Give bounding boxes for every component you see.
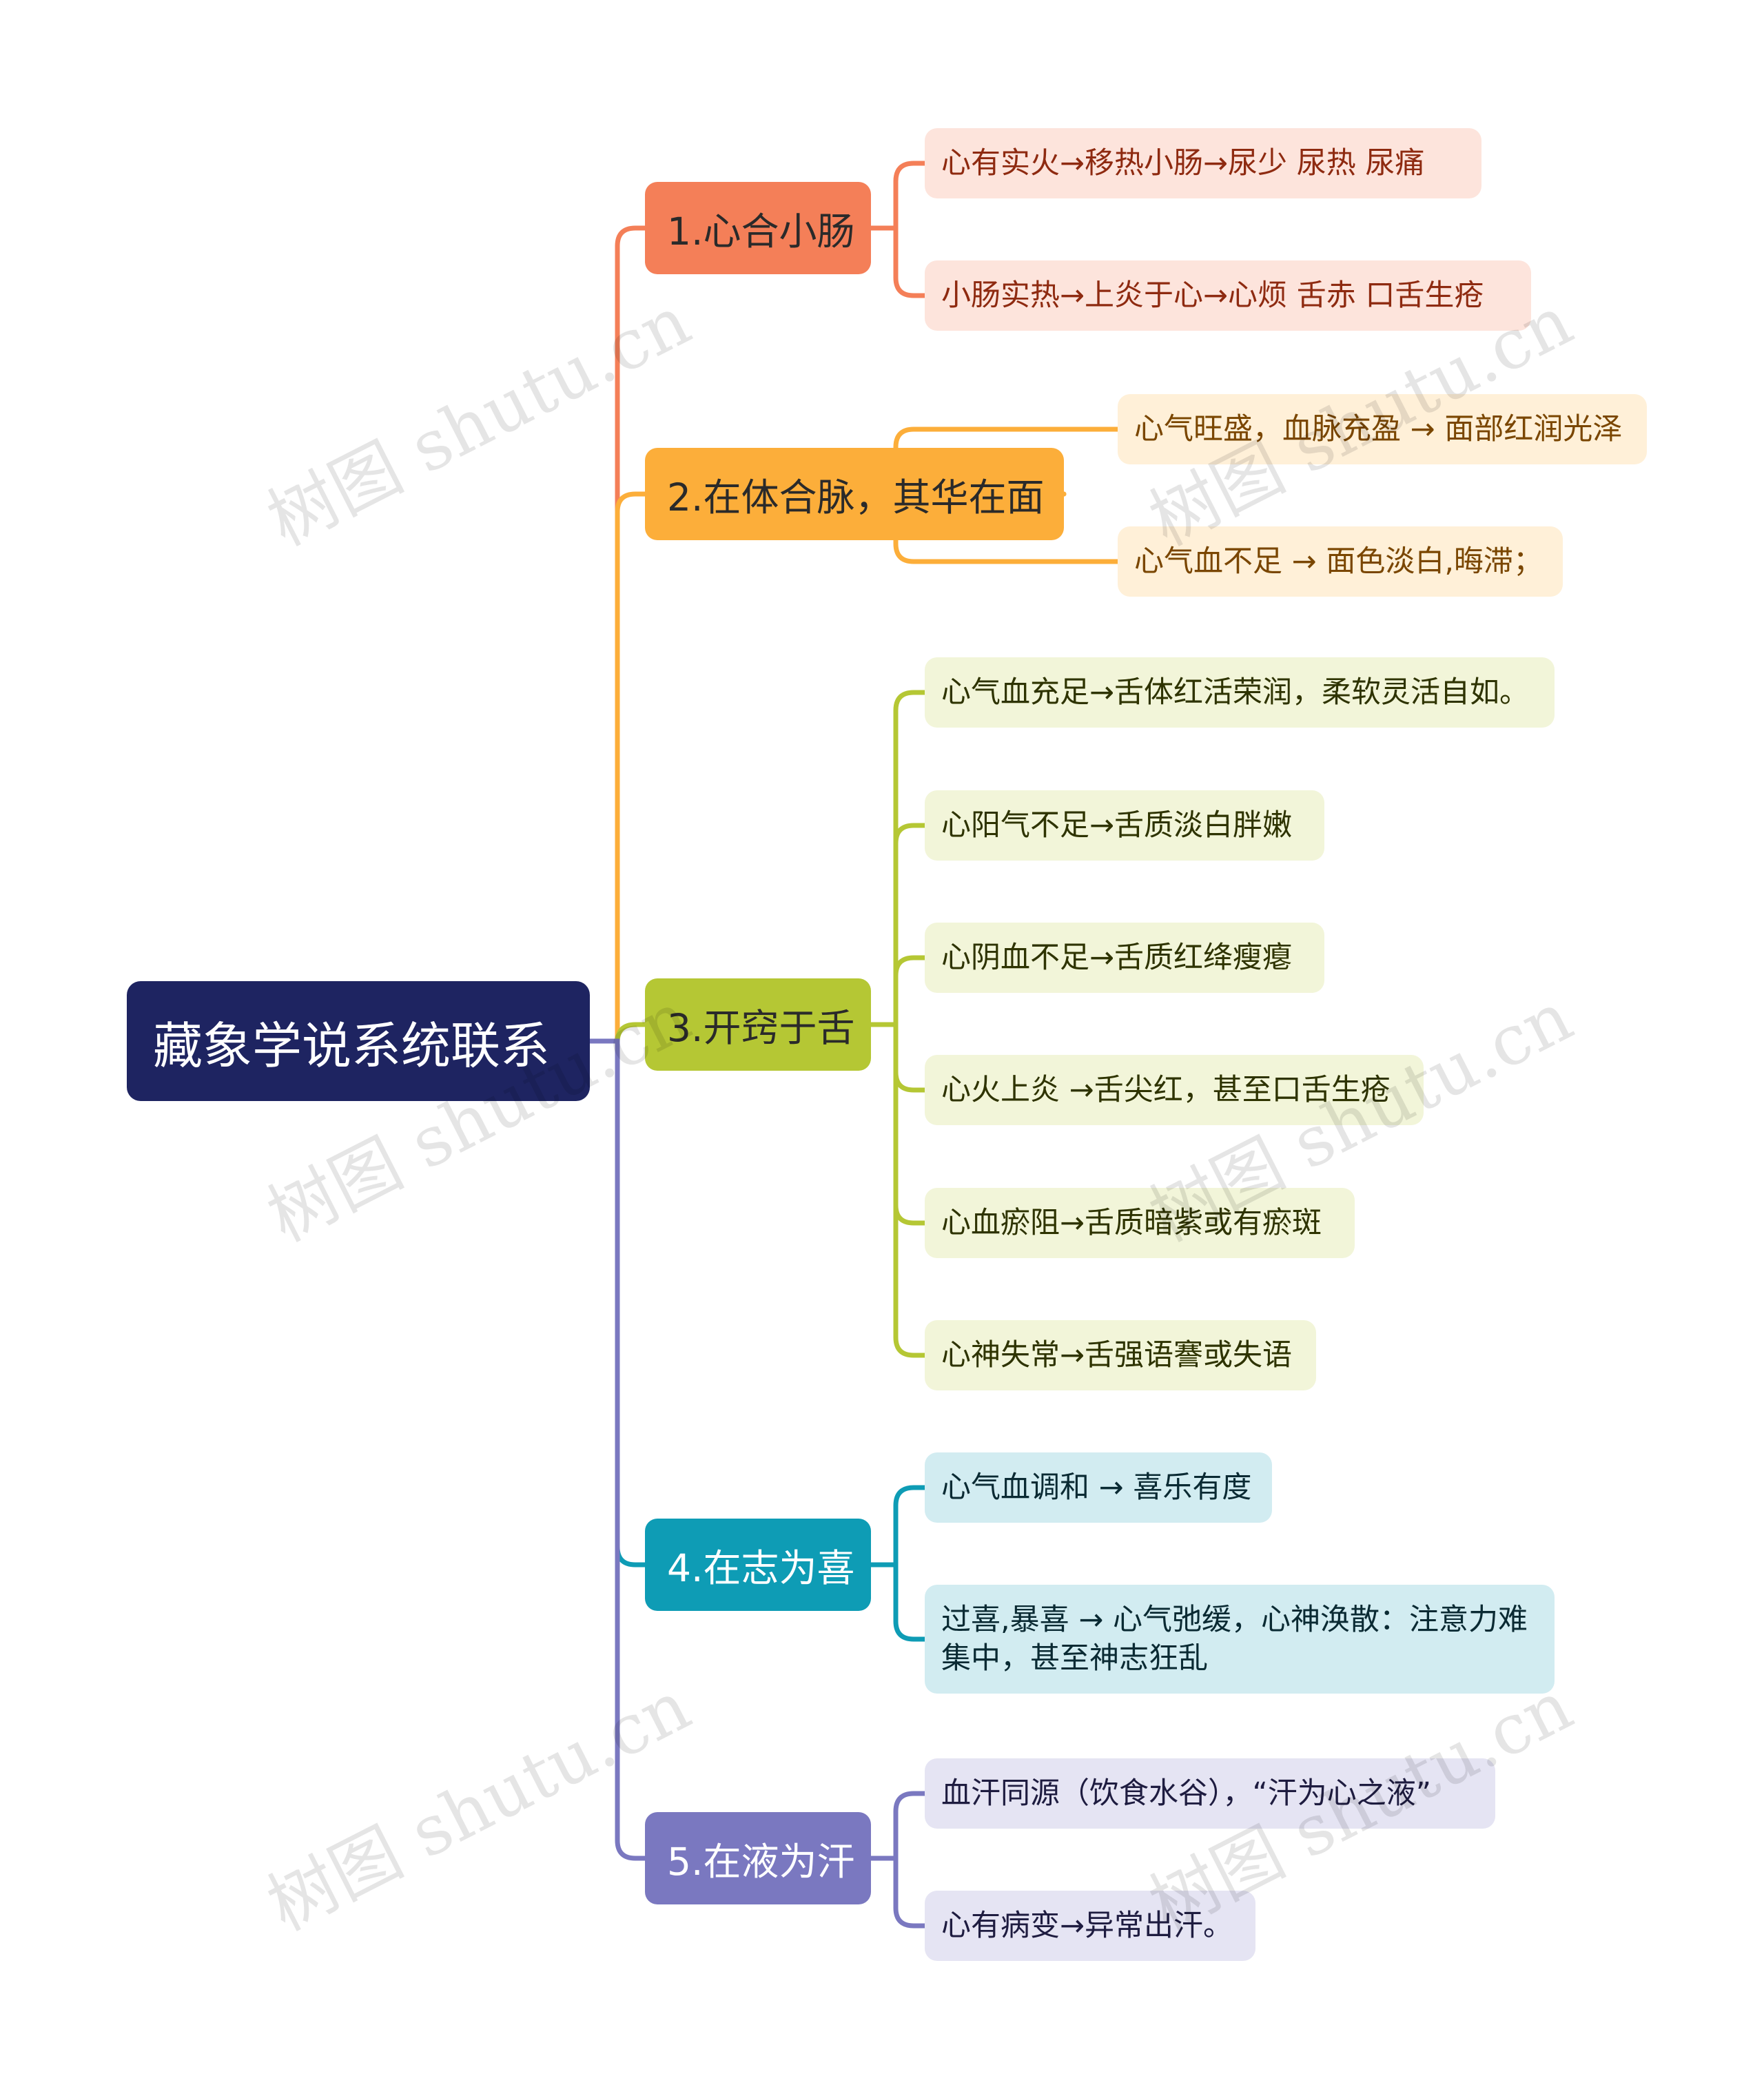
leaf-node[interactable]: 心气血调和 → 喜乐有度	[925, 1452, 1272, 1523]
leaf-label: 心有病变→异常出汗。	[941, 1909, 1233, 1943]
leaf-node[interactable]: 血汗同源（饮食水谷），“汗为心之液”	[925, 1758, 1495, 1829]
leaf-label: 心有实火→移热小肠→尿少 尿热 尿痛	[941, 146, 1425, 181]
leaf-label: 心气血调和 → 喜乐有度	[941, 1470, 1252, 1505]
branch-label: 3.开窍于舌	[667, 1006, 855, 1050]
leaf-node[interactable]: 心气旺盛，血脉充盈 → 面部红润光泽	[1118, 394, 1647, 464]
leaf-label: 小肠实热→上炎于心→心烦 舌赤 口舌生疮	[941, 278, 1484, 313]
leaf-label: 心气血充足→舌体红活荣润，柔软灵活自如。	[941, 675, 1530, 710]
leaf-node[interactable]: 心有病变→异常出汗。	[925, 1891, 1255, 1961]
branch-leaf-connector	[868, 1856, 927, 1929]
branch-leaf-connector	[868, 1791, 927, 1861]
leaf-label: 心血瘀阻→舌质暗紫或有瘀斑	[941, 1206, 1322, 1240]
leaf-node[interactable]: 心火上炎 →舌尖红，甚至口舌生疮	[925, 1055, 1424, 1125]
branch-leaf-connector	[868, 225, 927, 298]
leaf-label: 血汗同源（饮食水谷），“汗为心之液”	[941, 1776, 1432, 1811]
branch-label: 1.心合小肠	[667, 209, 855, 254]
branch-node-1[interactable]: 1.心合小肠	[645, 182, 871, 274]
branch-leaf-connector	[893, 491, 1120, 564]
branch-node-2[interactable]: 2.在体合脉，其华在面	[645, 448, 1064, 540]
leaf-node[interactable]: 心阳气不足→舌质淡白胖嫩	[925, 790, 1324, 861]
root-label: 藏象学说系统联系	[153, 1016, 551, 1075]
branch-leaf-connector	[868, 1022, 927, 1358]
leaf-node[interactable]: 小肠实热→上炎于心→心烦 舌赤 口舌生疮	[925, 260, 1531, 331]
branch-leaf-connector	[868, 823, 927, 1027]
leaf-node[interactable]: 过喜,暴喜 → 心气弛缓，心神涣散：注意力难集中，甚至神志狂乱	[925, 1585, 1555, 1694]
branch-leaf-connector	[868, 1485, 927, 1568]
branch-node-4[interactable]: 4.在志为喜	[645, 1519, 871, 1611]
leaf-label: 心阴血不足→舌质红绛瘦瘪	[941, 941, 1293, 975]
branch-leaf-connector	[868, 1562, 927, 1642]
root-branch-connector	[587, 1038, 648, 1861]
leaf-node[interactable]: 心气血不足 → 面色淡白,晦滞；	[1118, 526, 1563, 597]
leaf-label: 心神失常→舌强语謇或失语	[941, 1338, 1293, 1373]
branch-label: 2.在体合脉，其华在面	[667, 475, 1045, 520]
leaf-node[interactable]: 心气血充足→舌体红活荣润，柔软灵活自如。	[925, 657, 1555, 728]
branch-leaf-connector	[893, 426, 1120, 497]
leaf-label: 心气旺盛，血脉充盈 → 面部红润光泽	[1134, 412, 1623, 446]
leaf-node[interactable]: 心有实火→移热小肠→尿少 尿热 尿痛	[925, 128, 1481, 198]
root-branch-connector	[587, 225, 648, 1044]
branch-node-3[interactable]: 3.开窍于舌	[645, 978, 871, 1071]
branch-leaf-connector	[868, 690, 927, 1027]
root-branch-connector	[587, 491, 648, 1044]
branch-node-5[interactable]: 5.在液为汗	[645, 1812, 871, 1904]
leaf-node[interactable]: 心阴血不足→舌质红绛瘦瘪	[925, 923, 1324, 993]
leaf-label: 心阳气不足→舌质淡白胖嫩	[941, 808, 1293, 843]
branch-leaf-connector	[868, 955, 927, 1027]
branch-label: 5.在液为汗	[667, 1840, 855, 1884]
leaf-node[interactable]: 心神失常→舌强语謇或失语	[925, 1320, 1316, 1390]
leaf-label: 过喜,暴喜 → 心气弛缓，心神涣散：注意力难集中，甚至神志狂乱	[941, 1603, 1528, 1676]
leaf-node[interactable]: 心血瘀阻→舌质暗紫或有瘀斑	[925, 1188, 1355, 1258]
leaf-label: 心气血不足 → 面色淡白,晦滞；	[1134, 544, 1544, 579]
branch-label: 4.在志为喜	[667, 1546, 855, 1590]
root-node[interactable]: 藏象学说系统联系	[127, 981, 590, 1101]
branch-leaf-connector	[868, 161, 927, 231]
leaf-label: 心火上炎 →舌尖红，甚至口舌生疮	[941, 1073, 1391, 1107]
